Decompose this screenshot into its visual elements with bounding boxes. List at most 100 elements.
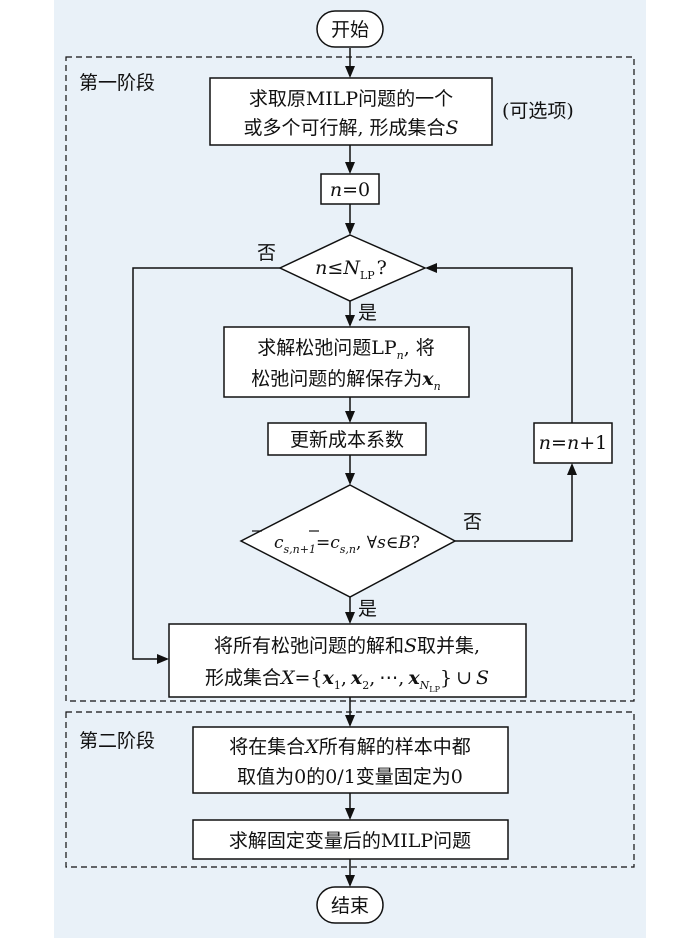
- arrowheads: [157, 66, 577, 887]
- cond2-sub1: s,n+1: [284, 543, 316, 556]
- cond2-c2: c: [330, 533, 340, 553]
- union-line2-X: X: [279, 667, 296, 689]
- arrowhead: [345, 875, 355, 887]
- arrowhead: [567, 463, 577, 475]
- union-subN: N: [419, 679, 430, 692]
- union-line1-a: 将所有松弛问题的解和: [214, 635, 404, 657]
- union-line1-b: 取并集,: [417, 635, 480, 657]
- end-terminal: [316, 886, 384, 924]
- edge-cond2-no: [455, 471, 573, 542]
- incr-c: n: [567, 432, 579, 454]
- step1-node: 求取原MILP问题的一个 或多个可行解, 形成集合S (可选项): [209, 77, 574, 146]
- fix-line2: 取值为0的0/1变量固定为0: [237, 766, 463, 788]
- stage2-label: 第二阶段: [79, 730, 155, 752]
- step1-line1: 求取原MILP问题的一个: [249, 88, 453, 110]
- cond1-op: ≤: [327, 257, 343, 279]
- solve-line1-b: , 将: [404, 337, 435, 359]
- union-comma1: ,: [341, 667, 347, 689]
- union-sub1: 1: [334, 679, 341, 692]
- cond2-q: ?: [411, 533, 420, 553]
- arrowhead: [345, 66, 355, 78]
- arrowhead: [345, 473, 355, 485]
- stage1-label: 第一阶段: [79, 72, 155, 94]
- update-box: [267, 422, 427, 456]
- union-x2: x: [350, 667, 363, 689]
- step1-line2: 或多个可行解, 形成集合S: [243, 117, 458, 139]
- cond2-yes-label: 是: [358, 598, 377, 620]
- arrowhead: [157, 654, 169, 664]
- arrowhead: [345, 162, 355, 174]
- union-line2: 形成集合X={x1,x2,⋯,xNLP}∪S: [205, 667, 489, 694]
- fix-line1: 将在集合X所有解的样本中都: [229, 736, 471, 758]
- union-comma3: ,: [398, 667, 404, 689]
- solve-line2-a: 松弛问题的解保存为: [251, 368, 422, 390]
- step1-box: [209, 77, 493, 146]
- arrowhead: [345, 315, 355, 327]
- cond2-no-label: 否: [463, 511, 482, 533]
- decision2-diamond: [239, 484, 457, 598]
- start-terminal: [316, 10, 384, 48]
- init-box: [320, 173, 380, 205]
- cond1-sub: LP: [360, 269, 375, 282]
- union-line1-s: S: [404, 635, 417, 657]
- union-node: 将所有松弛问题的解和S取并集, 形成集合X={x1,x2,⋯,xNLP}∪S: [168, 623, 527, 698]
- decision1-node: n≤NLP? 否 是: [257, 234, 427, 324]
- update-label: 更新成本系数: [290, 429, 404, 451]
- step1-set-s: S: [446, 117, 459, 139]
- init-rest: =0: [342, 179, 370, 201]
- cond2-B: B: [397, 533, 411, 553]
- solve-line2-x: x: [421, 368, 434, 390]
- union-line2-a: 形成集合: [205, 667, 281, 689]
- union-close: }: [440, 667, 452, 689]
- union-line1: 将所有松弛问题的解和S取并集,: [214, 635, 480, 657]
- cond1-no-label: 否: [257, 242, 276, 264]
- cond2-in: ∈: [386, 533, 399, 553]
- union-dots: ⋯: [379, 667, 398, 689]
- final-node: 求解固定变量后的MILP问题: [192, 819, 509, 860]
- final-box: [192, 819, 509, 860]
- arrowhead: [345, 612, 355, 624]
- arrowhead: [345, 715, 355, 727]
- incr-d: +1: [579, 432, 607, 454]
- solve-line2-sub: n: [434, 380, 441, 393]
- fix-line1-a: 将在集合: [229, 736, 305, 758]
- union-S: S: [476, 667, 489, 689]
- union-xN: x: [407, 667, 420, 689]
- solve-line1-a: 求解松弛问题LP: [257, 337, 397, 359]
- edge-cond1-no: [132, 267, 280, 660]
- cond1-yes-label: 是: [358, 302, 377, 324]
- solve-node: 求解松弛问题LPn, 将 松弛问题的解保存为xn: [223, 326, 470, 398]
- decision2-label: cs,n+1=cs,n, ∀s∈B?: [274, 533, 420, 556]
- union-cup: ∪: [456, 667, 472, 689]
- solve-box: [223, 326, 470, 398]
- cond2-c1: c: [274, 533, 284, 553]
- incr-node: n=n+1: [533, 422, 613, 464]
- incr-box: [533, 422, 613, 464]
- cond1-N: N: [342, 257, 361, 279]
- cond1-n: n: [315, 257, 327, 279]
- init-node: n=0: [320, 173, 380, 205]
- cond2-s: s: [377, 533, 386, 553]
- cond2-sub2: s,n: [340, 543, 356, 556]
- incr-a: n: [539, 432, 551, 454]
- init-var: n: [330, 179, 342, 201]
- decision1-diamond: [278, 234, 427, 302]
- final-label: 求解固定变量后的MILP问题: [229, 830, 471, 852]
- end-node: 结束: [316, 886, 384, 924]
- union-comma2: ,: [369, 667, 375, 689]
- incr-label: n=n+1: [539, 432, 607, 454]
- solve-line2: 松弛问题的解保存为xn: [251, 368, 440, 393]
- union-line2-eq: ={: [295, 667, 323, 689]
- solve-line1: 求解松弛问题LPn, 将: [257, 337, 435, 362]
- step1-line2-text: 或多个可行解, 形成集合: [243, 117, 445, 139]
- arrowhead: [345, 808, 355, 820]
- arrowhead: [345, 223, 355, 235]
- cond1-q: ?: [377, 257, 387, 279]
- incr-b: =: [551, 432, 567, 454]
- solve-line1-sub: n: [397, 349, 404, 362]
- update-node: 更新成本系数: [267, 422, 427, 456]
- arrowhead: [345, 411, 355, 423]
- init-label: n=0: [330, 179, 370, 201]
- end-label: 结束: [331, 895, 369, 917]
